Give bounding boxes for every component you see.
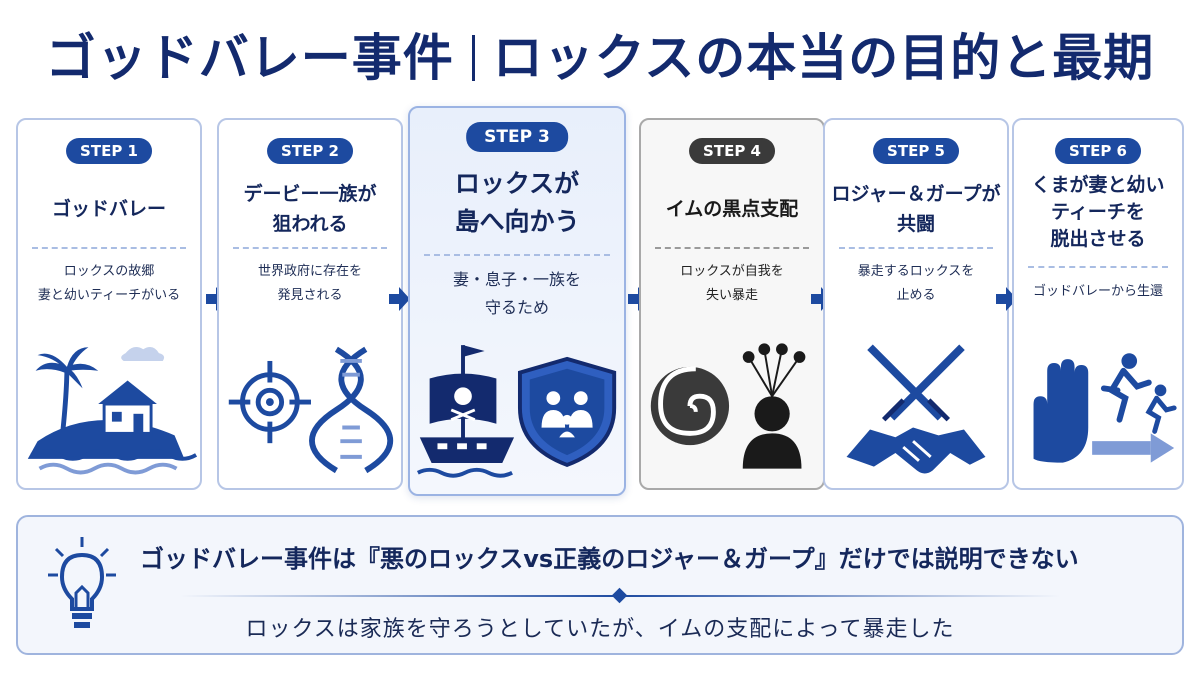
crossed-swords-handshake-icon [825,330,1007,480]
conclusion-sub-text: ロックスは家族を守ろうとしていたが、イムの支配によって暴走した [245,617,955,642]
step-divider [839,247,993,249]
step-description: ゴッドバレーから生還 [1032,284,1163,299]
pirate-ship-shield-icon [410,328,624,486]
arrow-right-icon [809,286,833,312]
step-description: ロックスが自我を 失い暴走 [680,264,784,303]
step-heading: くまが妻と幼い ティーチを 脱出させる [1031,173,1165,250]
title-left: ゴッドバレー事件 [45,29,454,87]
diamond-icon [611,587,628,604]
title-right: ロックスの本当の目的と最期 [492,29,1155,87]
hand-running-escape-icon [1014,330,1182,480]
lightbulb-icon [46,535,118,635]
step-description: 妻・息子・一族を 守るため [452,270,581,317]
step-divider [233,247,387,249]
conclusion-panel: ゴッドバレー事件は『悪のロックスvs正義のロジャー＆ガープ』だけでは説明できない… [16,515,1184,655]
arrow-right-icon [994,286,1018,312]
island-house-icon [18,330,200,480]
step-card-5: STEP 5 ロジャー＆ガープが 共闘 暴走するロックスを 止める [823,118,1009,490]
step-card-1: STEP 1 ゴッドバレー ロックスの故郷 妻と幼いティーチがいる [16,118,202,490]
step-divider [424,254,610,256]
step-heading: ロックスが 島へ向かう [454,169,580,236]
step-badge: STEP 3 [466,122,568,152]
arrow-right-icon [204,286,228,312]
conclusion-main-text: ゴッドバレー事件は『悪のロックスvs正義のロジャー＆ガープ』だけでは説明できない [140,545,1079,573]
step-flow: STEP 1 ゴッドバレー ロックスの故郷 妻と幼いティーチがいる STEP 2… [16,106,1184,496]
step-description: 世界政府に存在を 発見される [257,264,362,303]
title-separator [471,35,475,81]
page-title: ゴッドバレー事件ロックスの本当の目的と最期 [0,18,1200,90]
step-heading: デービー一族が 狙われる [243,183,377,235]
step-divider [655,247,809,249]
step-divider [32,247,186,249]
step-badge: STEP 5 [873,138,959,164]
step-badge: STEP 6 [1055,138,1141,164]
step-card-3: STEP 3 ロックスが 島へ向かう 妻・息子・一族を 守るため [408,106,626,496]
step-heading: イムの黒点支配 [665,198,799,220]
step-card-4: STEP 4 イムの黒点支配 ロックスが自我を 失い暴走 [639,118,825,490]
step-divider [1028,266,1168,268]
black-spiral-controlled-person-icon [641,330,823,480]
step-badge: STEP 4 [689,138,775,164]
arrow-right-icon [387,286,411,312]
step-badge: STEP 2 [267,138,353,164]
step-heading: ゴッドバレー [51,198,166,220]
step-card-2: STEP 2 デービー一族が 狙われる 世界政府に存在を 発見される [217,118,403,490]
step-description: 暴走するロックスを 止める [857,264,975,303]
step-badge: STEP 1 [66,138,152,164]
arrow-right-icon [626,286,650,312]
target-dna-icon [219,330,401,480]
step-heading: ロジャー＆ガープが 共闘 [831,183,1001,235]
step-card-6: STEP 6 くまが妻と幼い ティーチを 脱出させる ゴッドバレーから生還 [1012,118,1184,490]
step-description: ロックスの故郷 妻と幼いティーチがいる [37,264,181,303]
